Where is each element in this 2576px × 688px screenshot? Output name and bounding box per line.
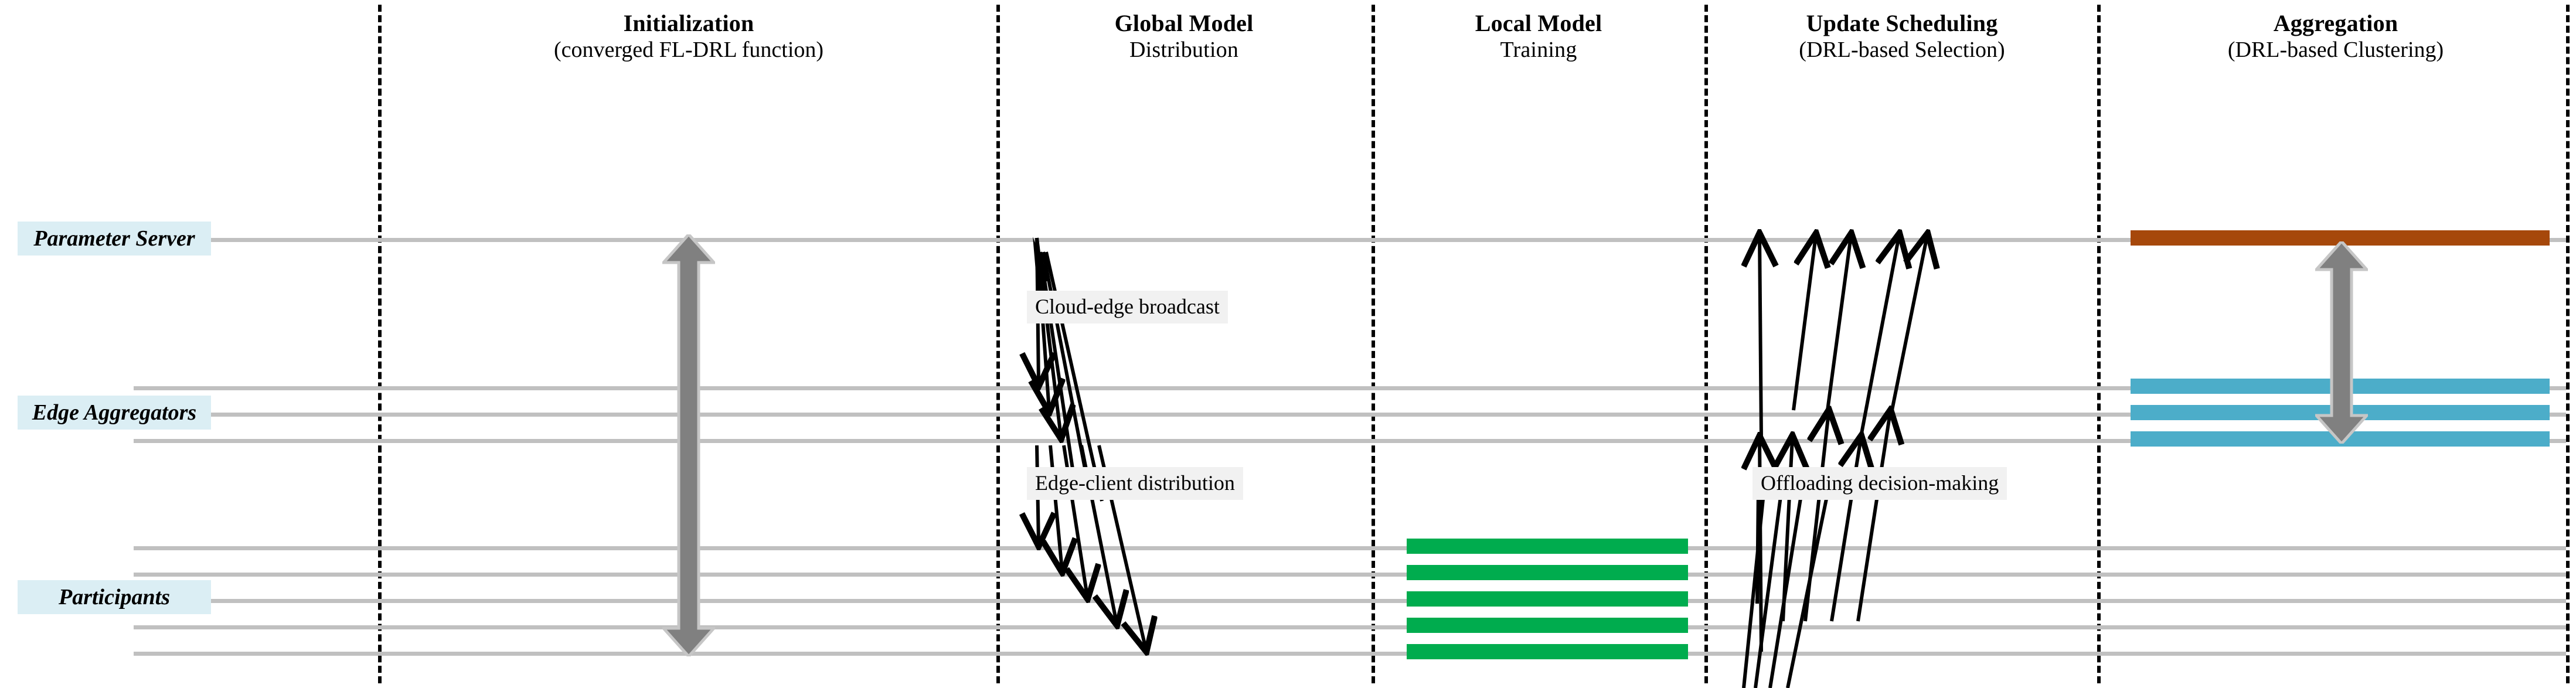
phase-separator-4 bbox=[2097, 5, 2101, 683]
phase-separator-0 bbox=[378, 5, 382, 683]
phase-separator-2 bbox=[1372, 5, 1375, 683]
block-arrow-initialization bbox=[662, 234, 715, 656]
phase-separator-5 bbox=[2566, 5, 2570, 683]
message-offload-edge-2 bbox=[1783, 438, 1792, 622]
activation-bar-local-training-3 bbox=[1407, 591, 1688, 607]
lifeline-parameter-server-1 bbox=[134, 238, 2566, 242]
note-cloud-edge-broadcast: Cloud-edge broadcast bbox=[1027, 291, 1228, 323]
message-cloud-edge-3 bbox=[1035, 237, 1061, 437]
phase-title: Local Model bbox=[1475, 10, 1602, 36]
phase-subtitle: Distribution bbox=[1129, 38, 1239, 63]
lifeline-participant-3 bbox=[134, 599, 2566, 603]
message-group-cloud-edge-broadcast bbox=[1035, 237, 1061, 437]
actor-label-text: Participants bbox=[58, 585, 171, 609]
phase-header-aggregation: Aggregation (DRL-based Clustering) bbox=[2101, 9, 2570, 63]
phase-title: Global Model bbox=[1114, 10, 1254, 36]
message-offload-server-5 bbox=[1890, 236, 1927, 411]
message-feeder-3 bbox=[1044, 251, 1104, 502]
note-offloading-decision-making: Offloading decision-making bbox=[1753, 467, 2007, 500]
phase-title: Update Scheduling bbox=[1806, 10, 1998, 36]
lifeline-participant-2 bbox=[134, 573, 2566, 577]
lifeline-participant-1 bbox=[134, 546, 2566, 550]
message-cloud-edge-2 bbox=[1037, 237, 1049, 410]
lifeline-participant-5 bbox=[134, 652, 2566, 656]
actor-label-edge-aggregators: Edge Aggregators bbox=[18, 396, 211, 430]
phase-header-initialization: Initialization (converged FL-DRL functio… bbox=[381, 9, 996, 63]
message-offload-server-4 bbox=[1859, 236, 1899, 437]
phase-separator-1 bbox=[996, 5, 1000, 683]
activation-bar-local-training-5 bbox=[1407, 644, 1688, 659]
note-text: Offloading decision-making bbox=[1761, 471, 1999, 495]
actor-label-text: Edge Aggregators bbox=[32, 400, 197, 425]
lifeline-edge-aggregator-3 bbox=[134, 439, 2566, 443]
message-group-offload-to-edge bbox=[1760, 412, 1890, 652]
activation-bar-local-training-1 bbox=[1407, 539, 1688, 554]
message-offload-edge-4 bbox=[1830, 438, 1861, 622]
note-edge-client-distribution: Edge-client distribution bbox=[1027, 467, 1243, 500]
phase-header-update-scheduling: Update Scheduling (DRL-based Selection) bbox=[1709, 9, 2095, 63]
message-feeder-1 bbox=[1039, 251, 1074, 469]
phase-title: Aggregation bbox=[2273, 10, 2398, 36]
phase-subtitle: (DRL-based Clustering) bbox=[2227, 38, 2444, 63]
phase-header-local-model-training: Local Model Training bbox=[1374, 9, 1703, 63]
lifeline-participant-4 bbox=[134, 625, 2566, 629]
message-group-offload-tails bbox=[1742, 487, 1830, 688]
phase-title: Initialization bbox=[623, 10, 754, 36]
message-offload-tail-3 bbox=[1754, 487, 1784, 688]
activation-bar-local-training-2 bbox=[1407, 565, 1688, 580]
block-arrow-aggregation bbox=[2315, 241, 2368, 444]
message-offload-tail-4 bbox=[1768, 487, 1804, 688]
message-offload-server-3 bbox=[1826, 236, 1851, 411]
message-offload-server-2 bbox=[1792, 236, 1816, 411]
lifeline-edge-aggregator-2 bbox=[134, 413, 2566, 417]
lifeline-edge-aggregator-1 bbox=[134, 386, 2566, 390]
actor-label-participants: Participants bbox=[18, 580, 211, 614]
phase-subtitle: (converged FL-DRL function) bbox=[553, 38, 824, 63]
phase-subtitle: Training bbox=[1500, 38, 1577, 63]
message-group-offload-to-server bbox=[1760, 236, 1927, 439]
message-group-cloud-edge-feeders bbox=[1039, 251, 1104, 502]
actor-label-text: Parameter Server bbox=[33, 226, 195, 251]
message-feeder-2 bbox=[1042, 251, 1089, 481]
phase-header-global-model-distribution: Global Model Distribution bbox=[999, 9, 1369, 63]
message-offload-edge-3 bbox=[1803, 412, 1829, 622]
phase-separator-3 bbox=[1704, 5, 1708, 683]
actor-label-parameter-server: Parameter Server bbox=[18, 222, 211, 256]
message-offload-tail-1 bbox=[1755, 487, 1760, 604]
message-offload-tail-5 bbox=[1786, 487, 1830, 688]
message-origin-spike bbox=[1033, 237, 1050, 284]
note-text: Cloud-edge broadcast bbox=[1035, 295, 1220, 318]
message-edge-client-2 bbox=[1050, 445, 1062, 570]
message-offload-server-1 bbox=[1760, 236, 1761, 439]
message-offload-tail-2 bbox=[1742, 487, 1766, 688]
activation-bar-local-training-4 bbox=[1407, 618, 1688, 633]
note-text: Edge-client distribution bbox=[1035, 471, 1235, 495]
message-offload-edge-5 bbox=[1856, 412, 1890, 622]
phase-subtitle: (DRL-based Selection) bbox=[1799, 38, 2005, 63]
